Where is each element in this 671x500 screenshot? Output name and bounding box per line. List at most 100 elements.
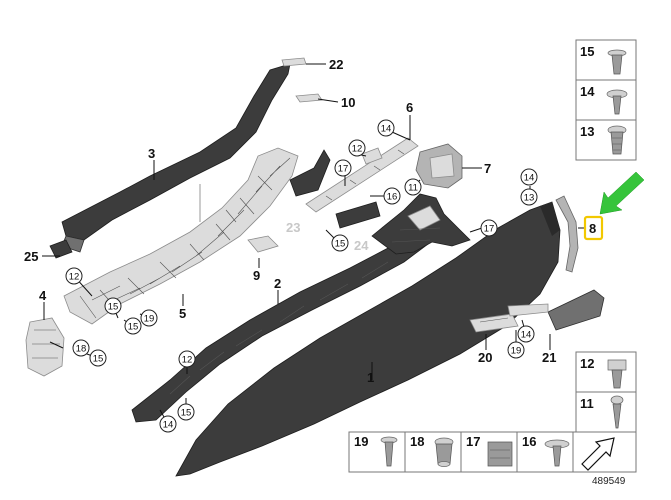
svg-text:15: 15 — [580, 44, 594, 59]
callout-14: 14 — [517, 325, 535, 343]
fastener-18[interactable]: 18 — [410, 434, 454, 467]
part-8-edge-strip — [555, 195, 579, 273]
svg-text:16: 16 — [387, 192, 398, 203]
part-21-trim — [547, 289, 605, 331]
label-10: 10 — [341, 95, 355, 110]
label-2: 2 — [274, 276, 281, 291]
svg-text:15: 15 — [108, 302, 119, 313]
push-rivet-icon — [606, 89, 628, 115]
clip-nut-icon — [607, 125, 627, 155]
callout-17: 17 — [334, 159, 352, 177]
bolt-icon — [607, 359, 627, 389]
label-20: 20 — [478, 350, 492, 365]
label-9: 9 — [253, 268, 260, 283]
part-4-bracket — [25, 317, 65, 377]
part-3-sill-trim — [61, 63, 291, 253]
label-1: 1 — [367, 370, 374, 385]
svg-text:15: 15 — [93, 354, 104, 365]
fastener-12[interactable]: 12 — [580, 356, 627, 389]
diagram-id: 489549 — [592, 476, 626, 487]
svg-text:19: 19 — [354, 434, 368, 449]
callout-15: 15 — [104, 297, 122, 315]
part-shim — [507, 303, 549, 317]
callout-16: 16 — [383, 187, 401, 205]
callout-12: 12 — [348, 139, 366, 157]
svg-text:14: 14 — [580, 84, 595, 99]
fastener-19[interactable]: 19 — [354, 434, 398, 467]
callout-12: 12 — [65, 267, 83, 285]
label-7: 7 — [484, 161, 491, 176]
fastener-14[interactable]: 14 — [580, 84, 628, 115]
label-5: 5 — [179, 306, 186, 321]
callout-15: 15 — [89, 349, 107, 367]
label-3: 3 — [148, 146, 155, 161]
label-6: 6 — [406, 100, 413, 115]
part-20-bracket — [469, 313, 519, 333]
callouts: 14 12 17 11 16 15 14 13 17 12 15 15 19 1… — [65, 119, 538, 433]
label-8-highlight[interactable]: 8 — [583, 215, 604, 241]
label-4: 4 — [39, 288, 47, 303]
screw-icon — [610, 395, 624, 429]
fastener-box-bottom-row: 19 18 17 16 — [348, 431, 637, 473]
callout-11: 11 — [404, 178, 422, 196]
expanding-rivet-icon — [607, 49, 627, 75]
svg-text:15: 15 — [181, 408, 192, 419]
svg-text:18: 18 — [76, 344, 87, 355]
label-25: 25 — [24, 249, 38, 264]
svg-text:14: 14 — [163, 420, 174, 431]
grommet-icon — [434, 437, 454, 467]
part-23-24-bracket — [371, 193, 471, 255]
fastener-box-right-top: 15 14 13 — [575, 39, 637, 161]
callout-18: 18 — [72, 339, 90, 357]
fastener-11[interactable]: 11 — [580, 395, 624, 429]
part-1-outer-sill — [175, 201, 561, 477]
part-7-block — [415, 143, 463, 189]
svg-text:14: 14 — [524, 173, 535, 184]
svg-text:11: 11 — [580, 396, 594, 411]
svg-text:12: 12 — [580, 356, 594, 371]
clip-icon — [544, 439, 570, 467]
svg-text:15: 15 — [335, 239, 346, 250]
callout-13: 13 — [520, 188, 538, 206]
svg-text:15: 15 — [128, 322, 139, 333]
svg-text:11: 11 — [408, 183, 418, 194]
part-22-strip — [281, 57, 307, 67]
part-25-end-cap — [49, 239, 73, 259]
svg-text:13: 13 — [580, 124, 594, 139]
label-22: 22 — [329, 57, 343, 72]
svg-text:19: 19 — [144, 314, 155, 325]
part-10-strip — [295, 93, 323, 103]
expanding-rivet-icon — [380, 436, 398, 467]
callout-15: 15 — [331, 234, 349, 252]
svg-text:17: 17 — [338, 164, 349, 175]
svg-text:17: 17 — [484, 224, 495, 235]
label-8: 8 — [589, 221, 596, 236]
part-labels: 22 10 3 6 7 9 25 4 5 2 1 20 21 23 24 — [24, 57, 556, 385]
svg-text:17: 17 — [466, 434, 480, 449]
spring-nut-icon — [487, 441, 513, 467]
callout-15: 15 — [124, 317, 142, 335]
svg-text:13: 13 — [524, 193, 535, 204]
label-21: 21 — [542, 350, 556, 365]
label-24: 24 — [354, 238, 369, 253]
callout-19: 19 — [507, 341, 525, 359]
svg-text:12: 12 — [352, 144, 363, 155]
part-2-inner-sill — [131, 231, 429, 423]
callout-17: 17 — [480, 219, 498, 237]
fastener-13[interactable]: 13 — [580, 124, 627, 155]
fastener-16[interactable]: 16 — [522, 434, 570, 467]
callout-14: 14 — [520, 168, 538, 186]
orientation-arrow-icon — [581, 437, 615, 471]
callout-12: 12 — [178, 350, 196, 368]
callout-14: 14 — [377, 119, 395, 137]
label-23: 23 — [286, 220, 300, 235]
svg-text:12: 12 — [69, 272, 80, 283]
svg-text:12: 12 — [182, 355, 193, 366]
fastener-17[interactable]: 17 — [466, 434, 513, 467]
svg-text:18: 18 — [410, 434, 424, 449]
callout-14: 14 — [159, 415, 177, 433]
fastener-15[interactable]: 15 — [580, 44, 627, 75]
svg-text:14: 14 — [521, 330, 532, 341]
part-9-plate — [247, 235, 279, 253]
